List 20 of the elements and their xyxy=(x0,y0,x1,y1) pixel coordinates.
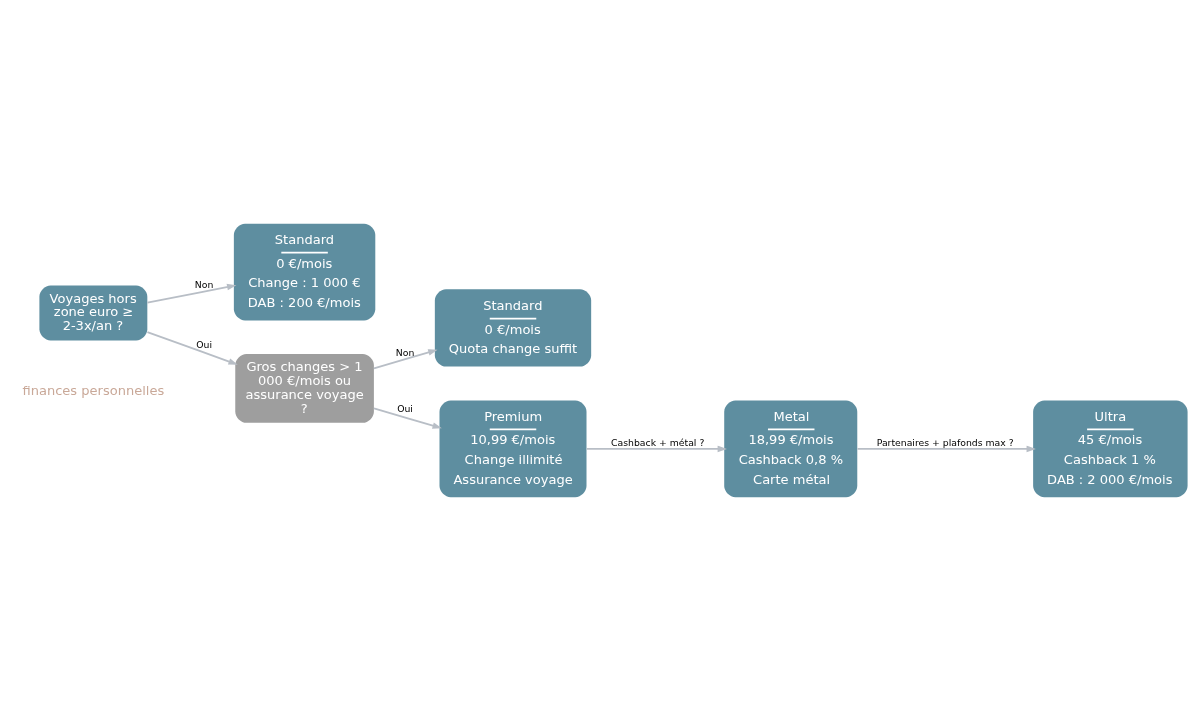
arrow xyxy=(373,349,438,370)
node-box: Premium 10,99 €/mois Change illimité Assurance voyage xyxy=(439,400,587,498)
arrow xyxy=(585,445,727,453)
edge-label: Non xyxy=(194,278,214,290)
edge-label: Cashback + métal ? xyxy=(611,437,705,449)
edge-label: Oui xyxy=(397,402,413,414)
arrow xyxy=(146,283,237,304)
node-box: Metal 18,99 €/mois Cashback 0,8 % Carte métal xyxy=(724,400,858,498)
arrow xyxy=(373,407,442,429)
node-box: Gros changes > 1 000 €/mois ou assurance voyage ? xyxy=(235,354,374,423)
node-box: Standard 0 €/mois Change : 1 000 € DAB : 200 €/mois xyxy=(233,223,376,321)
edge-label: Oui xyxy=(196,339,212,351)
node-box: Standard 0 €/mois Quota change suffit xyxy=(434,289,592,367)
node-box: Voyages hors zone euro ≥ 2-3x/an ? xyxy=(39,285,148,341)
arrow xyxy=(146,331,238,365)
label: finances personnelles xyxy=(22,382,165,398)
edge-label: Partenaires + plafonds max ? xyxy=(876,437,1014,449)
arrow xyxy=(856,445,1036,453)
edge-label: Non xyxy=(395,346,415,358)
node-box: Ultra 45 €/mois Cashback 1 % DAB : 2 000 €/mois xyxy=(1033,400,1188,498)
